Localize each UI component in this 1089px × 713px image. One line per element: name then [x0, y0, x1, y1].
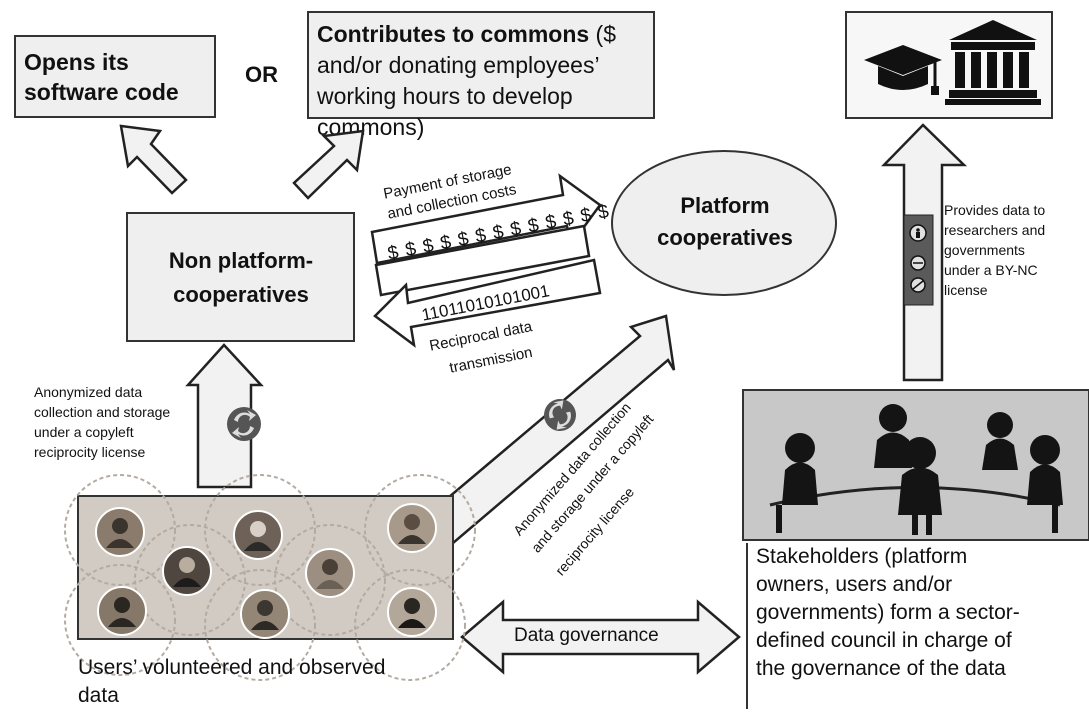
provides-line2: researchers and [944, 222, 1046, 238]
graduation-cap-icon [864, 45, 942, 95]
recycle-icon [227, 407, 261, 441]
middle-bar [374, 224, 591, 297]
platform-label: Platform cooperatives [657, 193, 793, 250]
commons-rest-label: ($ and/or donating employees’ working ho… [317, 21, 617, 140]
stakeholders-line5: the governance of the data [756, 657, 1006, 680]
data-governance-arrow [460, 599, 741, 675]
commons-bold-label: Contributes to commons [317, 21, 590, 47]
users-caption-line1: Users’ volunteered and observed [78, 656, 386, 679]
anon-left-line1: Anonymized data [34, 384, 143, 400]
commons-box: Contributes to commons ($ and/or donatin… [307, 11, 655, 140]
user-avatar [240, 589, 290, 639]
provides-line4: under a BY-NC [944, 262, 1038, 278]
user-avatar [95, 507, 145, 557]
stakeholders-text: Stakeholders (platform owners, users and… [746, 543, 1089, 709]
user-avatar [162, 546, 212, 596]
non-platform-label: Non platform-cooperatives [168, 248, 314, 307]
or-label: OR [245, 62, 278, 87]
non-platform-box: Non platform-cooperatives [126, 212, 355, 342]
opens-code-label: Opens its software code [24, 49, 179, 105]
commons-text: Contributes to commons ($ and/or donatin… [317, 19, 647, 143]
stakeholders-meeting-image [742, 389, 1089, 541]
user-avatar [305, 548, 355, 598]
anon-left-line3: under a copyleft [34, 424, 134, 440]
arrow-up-left [119, 124, 188, 195]
users-caption-line2: data [78, 684, 119, 707]
arrow-up-right [292, 129, 365, 200]
platform-ellipse: Platform cooperatives [611, 150, 837, 296]
users-network-image [64, 474, 476, 681]
stakeholders-line1: Stakeholders (platform [756, 545, 968, 568]
anon-left-line4: reciprocity license [34, 444, 146, 460]
provides-line5: license [944, 282, 988, 298]
reciprocal-arrow [373, 258, 602, 348]
user-avatar [387, 503, 437, 553]
provides-line3: governments [944, 242, 1025, 258]
provides-line1: Provides data to [944, 202, 1046, 218]
stakeholders-line2: owners, users and/or [756, 573, 953, 596]
user-avatar [387, 587, 437, 637]
user-avatar [97, 586, 147, 636]
recycle-icon [544, 399, 576, 431]
anon-left-line2: collection and storage [34, 404, 171, 420]
institution-building-icon [945, 20, 1041, 105]
user-avatar [233, 510, 283, 560]
stakeholders-line4: defined council in charge of [756, 629, 1012, 652]
data-governance-label: Data governance [514, 625, 659, 646]
opens-code-box: Opens its software code [14, 35, 216, 118]
stakeholders-line3: governments) form a sector- [756, 601, 1020, 624]
